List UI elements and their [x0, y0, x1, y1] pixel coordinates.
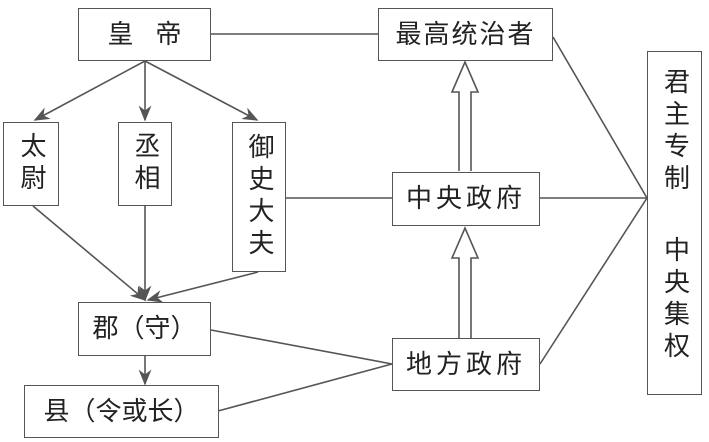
arrow-taiwei-jun	[32, 205, 147, 302]
arrow-yushidafu-jun	[146, 271, 259, 303]
line-jun-local	[210, 329, 393, 365]
arrow-emperor-yushidafu	[144, 60, 259, 121]
taiwei-box: 太尉	[3, 122, 59, 206]
hollow-arrow-local-to-central	[450, 225, 480, 338]
yushidafu-label: 御史大夫	[244, 133, 274, 261]
hollow-arrow-central-to-supreme	[450, 59, 480, 171]
arrow-emperor-taiwei	[33, 60, 146, 121]
concept-box: 君主专制 中央集权	[647, 51, 702, 395]
line-local-autocracy	[539, 197, 648, 365]
chengxiang-label: 丞相	[130, 132, 160, 196]
local-government-box: 地方政府	[392, 338, 540, 391]
emperor-box: 皇帝	[78, 8, 211, 61]
xian-box: 县（令或长）	[24, 385, 219, 438]
yushidafu-box: 御史大夫	[232, 122, 286, 272]
line-xian-local	[217, 363, 393, 412]
jun-box: 郡（守）	[78, 302, 211, 356]
chengxiang-box: 丞相	[118, 122, 172, 206]
autocracy-label: 君主专制	[659, 68, 690, 196]
supreme-ruler-box: 最高统治者	[378, 8, 553, 61]
line-supreme-autocracy	[552, 36, 648, 199]
central-government-box: 中央政府	[392, 172, 540, 226]
taiwei-label: 太尉	[16, 132, 46, 196]
centralization-label: 中央集权	[659, 236, 690, 364]
